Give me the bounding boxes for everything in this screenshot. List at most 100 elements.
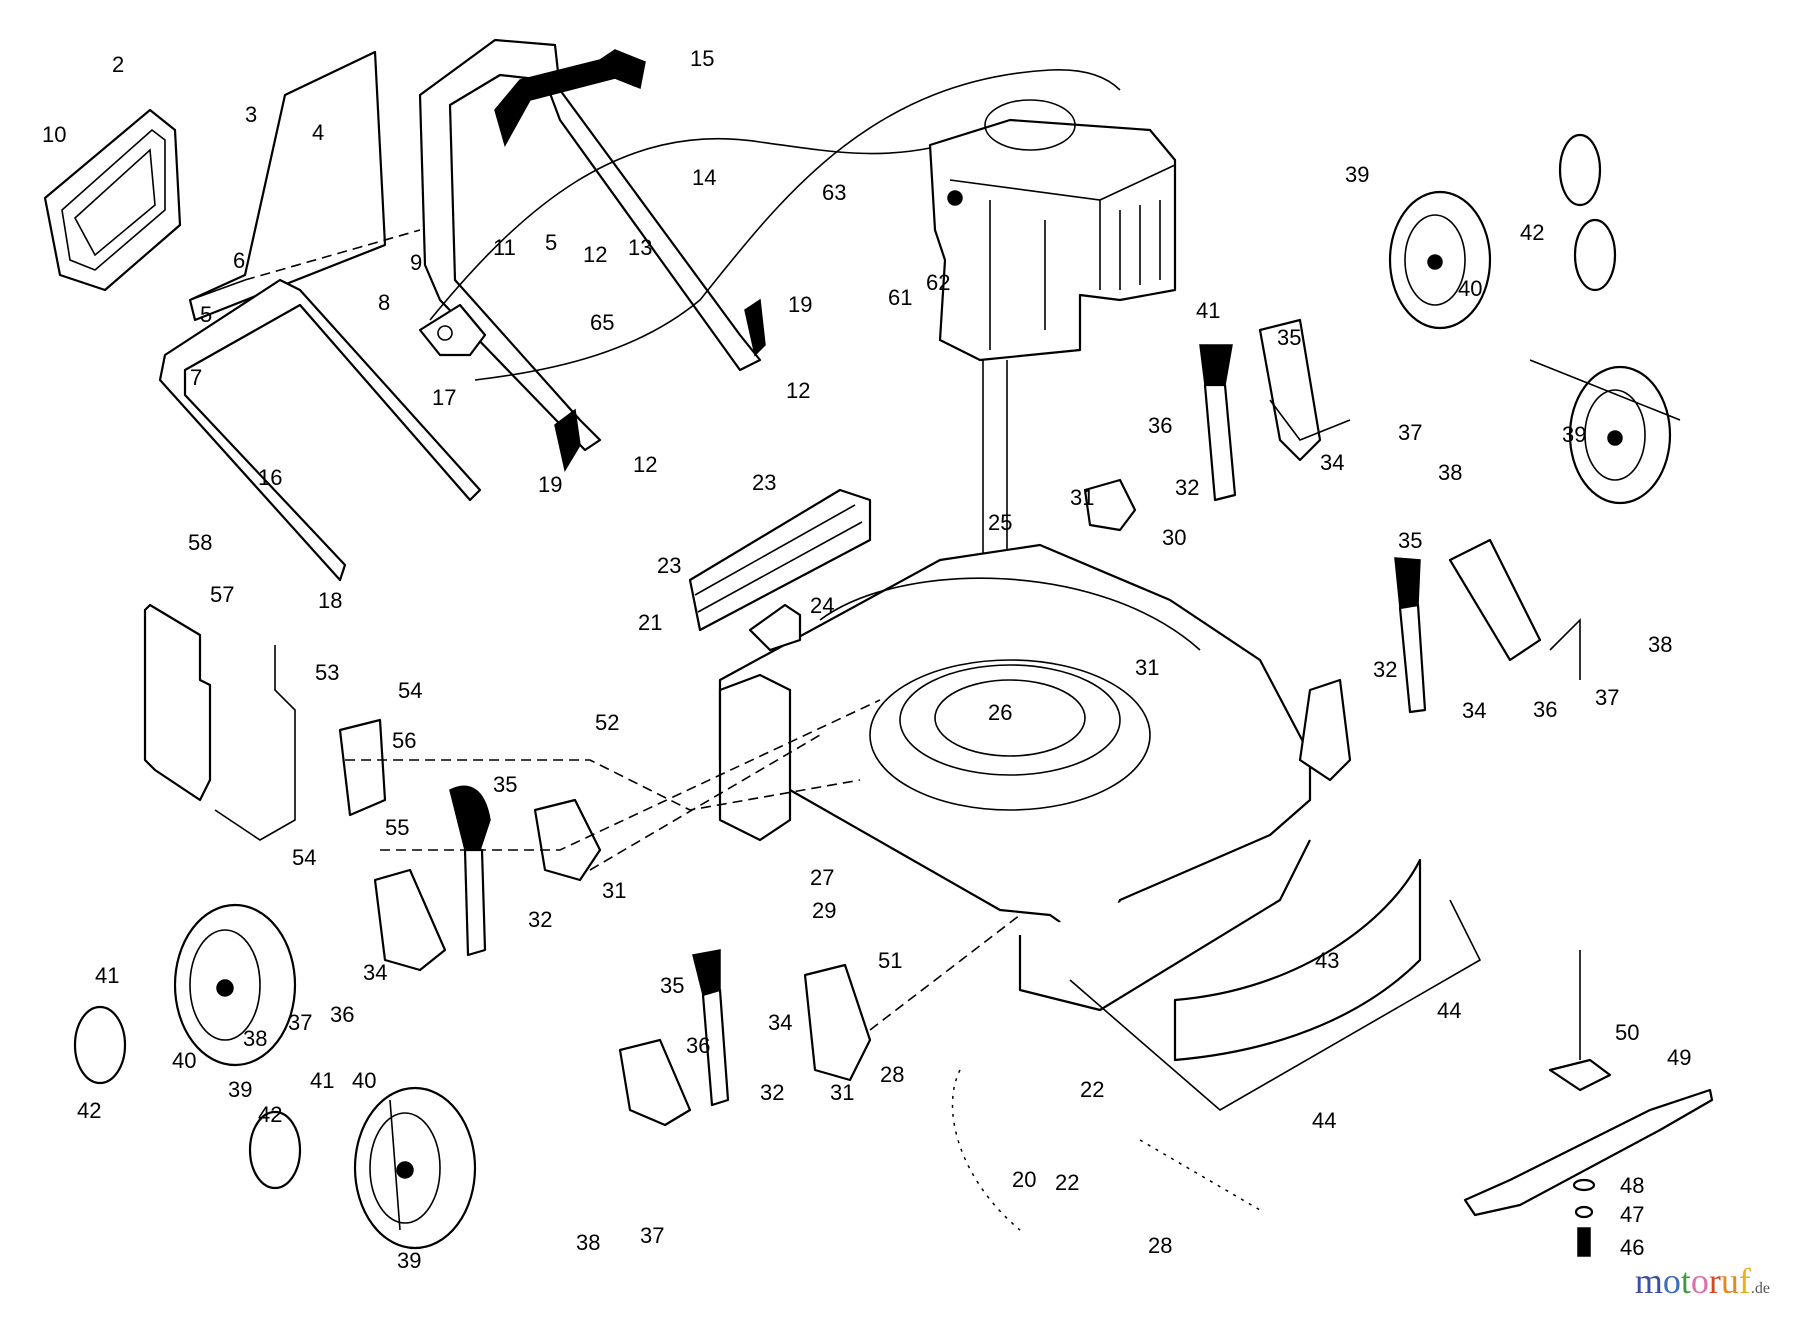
- part-label: 35: [1277, 325, 1301, 350]
- part-label: 2: [112, 52, 124, 77]
- part-label: 9: [410, 250, 422, 275]
- engine: [928, 99, 1177, 362]
- part-label: 54: [398, 678, 422, 703]
- part-label: 31: [1070, 485, 1094, 510]
- part-label: 5: [200, 302, 212, 327]
- part-label: 36: [1148, 413, 1172, 438]
- control-cable: [429, 69, 1121, 381]
- part-label: 34: [768, 1010, 792, 1035]
- part-label: 39: [1345, 162, 1369, 187]
- part-label: 58: [188, 530, 212, 555]
- part-label: 57: [210, 582, 234, 607]
- part-label: 11: [493, 235, 516, 260]
- part-label: 16: [258, 465, 282, 490]
- handle-grip: [494, 49, 646, 147]
- part-label: 12: [583, 242, 607, 267]
- part-label: 32: [528, 907, 552, 932]
- part-label: 37: [288, 1010, 312, 1035]
- grass-bag-lid: [43, 108, 182, 292]
- logo-letter: o: [1690, 1261, 1709, 1301]
- part-label: 12: [633, 452, 657, 477]
- part-label: 41: [95, 963, 119, 988]
- part-label: 28: [880, 1062, 904, 1087]
- logo-letter: m: [1634, 1261, 1663, 1301]
- logo-letter: u: [1720, 1261, 1739, 1301]
- part-label: 23: [752, 470, 776, 495]
- part-label: 36: [1533, 697, 1557, 722]
- rear-deck-corner: [718, 673, 792, 842]
- logo-letter: t: [1680, 1261, 1691, 1301]
- part-label: 21: [638, 610, 662, 635]
- logo-letter: o: [1662, 1261, 1681, 1301]
- part-label: 38: [243, 1026, 267, 1051]
- part-label: 14: [692, 165, 716, 190]
- part-label: 7: [190, 365, 202, 390]
- part-label: 6: [233, 248, 245, 273]
- wheel-right-lower: [1568, 365, 1672, 505]
- part-label: 3: [245, 102, 257, 127]
- logo-tld: .de: [1750, 1280, 1770, 1297]
- part-label: 47: [1620, 1202, 1644, 1227]
- part-label: 34: [363, 960, 387, 985]
- assembly-lines: [244, 229, 1681, 1231]
- wheel-left-upper: [173, 903, 297, 1067]
- lower-handle: [158, 278, 482, 582]
- part-label: 22: [1080, 1077, 1104, 1102]
- part-labels: 2 10 3 4 6 15 14 9 11 5 12 13 8 65 5 7 1…: [42, 46, 1691, 1273]
- part-label: 10: [42, 122, 66, 147]
- part-label: 46: [1620, 1235, 1644, 1260]
- part-label: 63: [822, 180, 846, 205]
- part-label: 31: [602, 878, 626, 903]
- part-label: 42: [1520, 220, 1544, 245]
- part-label: 35: [493, 772, 517, 797]
- part-label: 18: [318, 588, 342, 613]
- part-label: 34: [1320, 450, 1344, 475]
- part-label: 4: [312, 120, 324, 145]
- height-adjuster-left-upper: [373, 785, 602, 972]
- part-label: 13: [628, 235, 652, 260]
- part-label: 35: [1398, 528, 1422, 553]
- logo-letter: r: [1708, 1261, 1721, 1301]
- handle-knobs: [554, 298, 766, 472]
- part-label: 36: [686, 1033, 710, 1058]
- part-label: 30: [1162, 525, 1186, 550]
- mount-plate-24: [748, 603, 802, 652]
- part-label: 48: [1620, 1173, 1644, 1198]
- deck-baffle: [1069, 858, 1482, 1111]
- part-label: 27: [810, 865, 834, 890]
- part-label: 52: [595, 710, 619, 735]
- part-label: 31: [830, 1080, 854, 1105]
- part-label: 25: [988, 510, 1012, 535]
- part-label: 39: [228, 1077, 252, 1102]
- wheel-rear-right: [1388, 190, 1492, 330]
- part-label: 29: [812, 898, 836, 923]
- part-label: 55: [385, 815, 409, 840]
- part-label: 54: [292, 845, 316, 870]
- part-label: 44: [1312, 1108, 1336, 1133]
- part-label: 38: [576, 1230, 600, 1255]
- part-label: 28: [1148, 1233, 1172, 1258]
- part-label: 35: [660, 973, 684, 998]
- part-label: 37: [1595, 685, 1619, 710]
- part-label: 51: [878, 948, 902, 973]
- wheel-left-lower: [353, 1086, 477, 1250]
- part-label: 20: [1012, 1167, 1036, 1192]
- part-label: 43: [1315, 948, 1339, 973]
- part-label: 38: [1438, 460, 1462, 485]
- handle-bracket: [418, 303, 487, 357]
- part-label: 53: [315, 660, 339, 685]
- part-label: 26: [988, 700, 1012, 725]
- part-label: 31: [1135, 655, 1159, 680]
- part-label: 15: [690, 46, 714, 71]
- blade-adapter: [1548, 950, 1612, 1092]
- part-label: 40: [172, 1048, 196, 1073]
- part-label: 41: [1196, 298, 1220, 323]
- part-label: 24: [810, 593, 834, 618]
- part-label: 32: [1175, 475, 1199, 500]
- part-label: 32: [1373, 657, 1397, 682]
- part-label: 40: [352, 1068, 376, 1093]
- part-label: 37: [1398, 420, 1422, 445]
- part-label: 5: [545, 230, 557, 255]
- part-label: 32: [760, 1080, 784, 1105]
- part-label: 37: [640, 1223, 664, 1248]
